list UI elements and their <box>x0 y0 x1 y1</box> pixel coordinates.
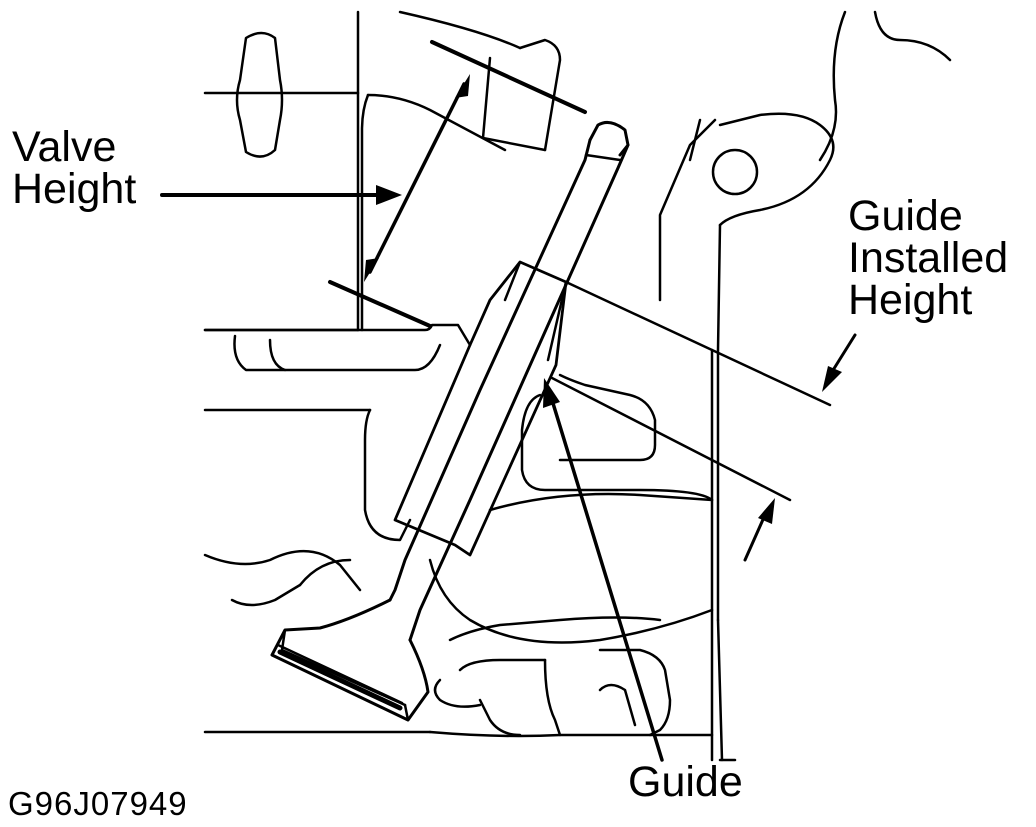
guide-installed-height-label: Guide Installed Height <box>848 192 1009 324</box>
guide-installed-height-label-line3: Height <box>848 276 973 324</box>
figure-code: G96J07949 <box>8 785 188 822</box>
valve-height-label-line1: Valve <box>12 123 117 171</box>
guide-installed-height-dimension <box>550 280 857 562</box>
valve-height-label-line2: Height <box>12 165 137 213</box>
guide-leader-arrow <box>543 378 664 762</box>
guide-installed-height-label-line1: Guide <box>848 192 963 240</box>
cylinder-head-outline <box>203 10 952 762</box>
valve-height-label: Valve Height <box>12 123 137 213</box>
valve-height-dimension <box>160 40 587 328</box>
guide-installed-height-label-line2: Installed <box>848 234 1009 282</box>
guide-label: Guide <box>628 758 743 806</box>
valve <box>270 120 630 722</box>
valve-guide <box>393 260 568 557</box>
